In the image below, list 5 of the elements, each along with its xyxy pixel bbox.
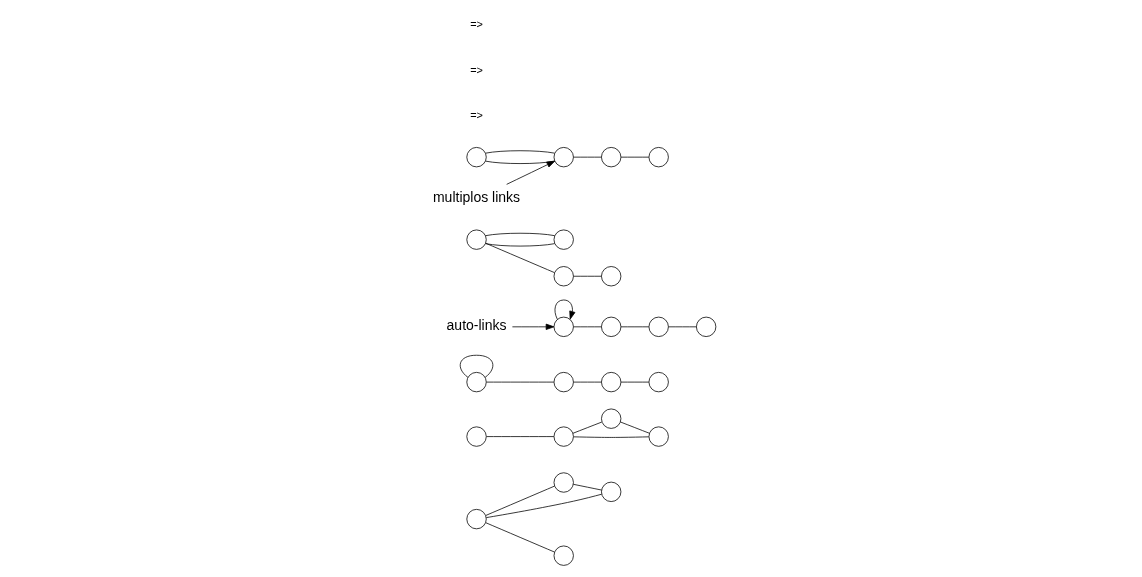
- label: =>: [469, 18, 483, 31]
- node-text: auto-links: [446, 317, 506, 334]
- node-text: multiplos links: [432, 188, 520, 205]
- label: =>: [469, 63, 483, 76]
- label: =>: [469, 108, 483, 121]
